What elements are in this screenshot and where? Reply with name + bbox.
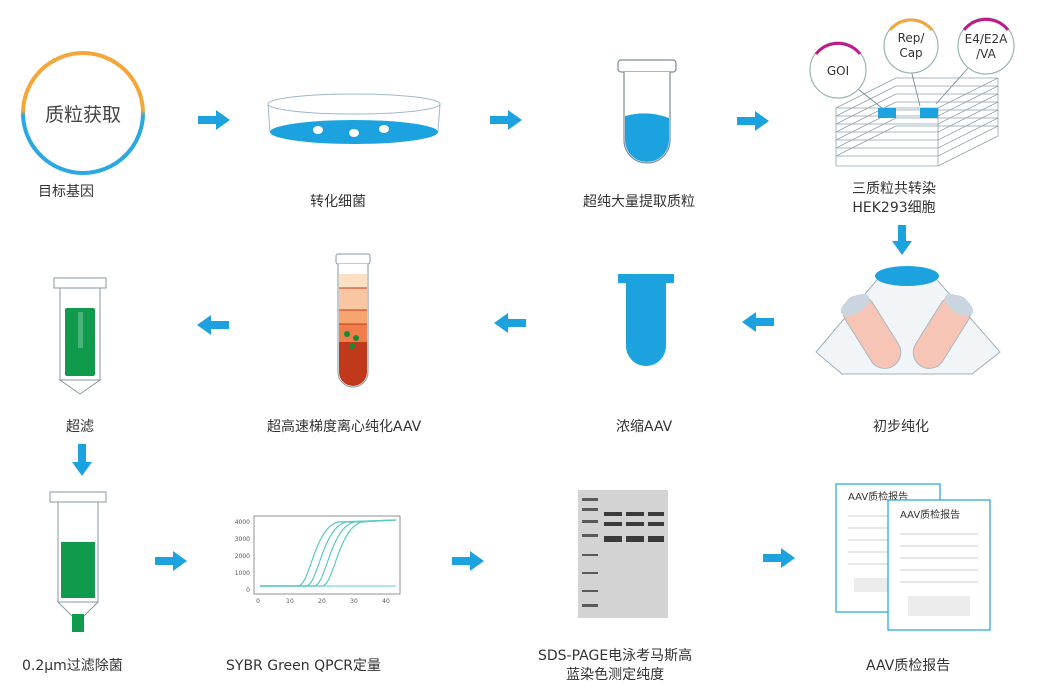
- qpcr-amplification-plot: 4000 3000 2000 1000 0 0 10 20 30 40: [235, 515, 401, 605]
- cell-factory-stack: GOI Rep/ Cap E4/E2A /VA: [809, 17, 1015, 167]
- plasmid-cap-text: Cap: [899, 46, 922, 60]
- qpcr-y-tick: 1000: [235, 570, 250, 577]
- step-label-cotransfect: 三质粒共转染 HEK293细胞: [852, 181, 936, 216]
- arrow-right-icon: [737, 111, 769, 131]
- arrow-right-icon: [155, 551, 187, 571]
- sds-page-gel: [578, 490, 668, 618]
- step-label-centrifuge: 超高速梯度离心纯化AAV: [267, 419, 422, 435]
- arrow-down-icon: [892, 225, 912, 255]
- qpcr-x-tick: 20: [318, 598, 326, 605]
- arrow-down-icon: [72, 444, 92, 476]
- step-label-qpcr: SYBR Green QPCR定量: [226, 658, 382, 674]
- arrow-right-icon: [198, 110, 230, 130]
- arrow-left-icon: [742, 312, 774, 332]
- plasmid-goi-text: GOI: [827, 64, 849, 78]
- step-label-target-gene: 目标基因: [38, 184, 94, 200]
- step-label-sterile: 0.2μm过滤除菌: [22, 658, 123, 674]
- qpcr-x-tick: 0: [256, 598, 260, 605]
- step-label-report: AAV质检报告: [866, 658, 951, 674]
- concentrate-tube: [618, 274, 674, 366]
- arrow-right-icon: [452, 551, 484, 571]
- step-label-transform: 转化细菌: [310, 194, 366, 210]
- arrow-left-icon: [494, 313, 526, 333]
- step-label-purify: 初步纯化: [873, 419, 929, 435]
- plasmid-circle-text: 质粒获取: [45, 104, 121, 126]
- petri-dish: [267, 93, 441, 144]
- plasmid-circle: 质粒获取: [21, 51, 145, 175]
- arrow-left-icon: [197, 315, 229, 335]
- plasmid-e4-text: E4/E2A: [965, 32, 1008, 46]
- qpcr-x-tick: 40: [382, 598, 390, 605]
- sterile-filter-tube: [49, 491, 107, 632]
- step-label-extract: 超纯大量提取质粒: [583, 194, 695, 210]
- qpcr-y-tick: 4000: [235, 519, 250, 526]
- centrifuge-rotor: [815, 266, 1001, 375]
- qpcr-x-tick: 10: [286, 598, 294, 605]
- report-doc-title: AAV质检报告: [900, 508, 960, 521]
- test-tube-plasmid: [617, 59, 677, 164]
- step-label-ultrafilter: 超滤: [66, 419, 94, 435]
- qc-report-documents: AAV质检报告 AAV质检报告: [835, 483, 991, 631]
- arrow-right-icon: [490, 110, 522, 130]
- step-label-sds: SDS-PAGE电泳考马斯高 蓝染色测定纯度: [538, 648, 693, 683]
- qpcr-x-tick: 30: [350, 598, 358, 605]
- qpcr-y-tick: 0: [246, 587, 250, 594]
- ultrafilter-tube: [53, 277, 107, 395]
- plasmid-va-text: /VA: [976, 47, 996, 61]
- arrow-right-icon: [763, 548, 795, 568]
- qpcr-y-tick: 2000: [235, 553, 250, 560]
- step-label-concentrate: 浓缩AAV: [616, 419, 673, 435]
- qpcr-y-tick: 3000: [235, 536, 250, 543]
- plasmid-rep-text: Rep/: [898, 31, 926, 45]
- gradient-tube: [335, 253, 371, 388]
